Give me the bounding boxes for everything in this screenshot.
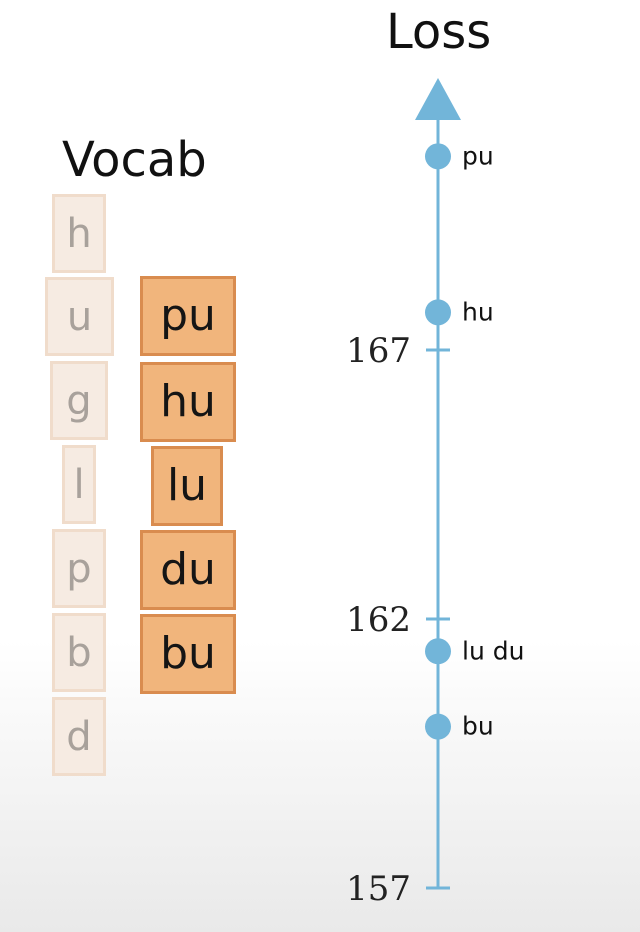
loss-point-label-pu: pu xyxy=(462,141,494,170)
vocab-char-l: l xyxy=(62,445,96,524)
vocab-char-d: d xyxy=(52,697,106,776)
vocab-char-h: h xyxy=(52,194,106,273)
loss-tick-label-157: 157 xyxy=(346,869,411,909)
loss-point-hu xyxy=(425,299,451,326)
loss-title: Loss xyxy=(386,4,492,60)
vocab-char-b: b xyxy=(52,613,106,692)
merged-token-du: du xyxy=(140,530,236,610)
loss-point-lu-du xyxy=(425,638,451,665)
loss-point-pu xyxy=(425,143,451,170)
vocab-char-g: g xyxy=(50,361,108,440)
merged-token-lu: lu xyxy=(151,446,223,526)
merged-token-pu: pu xyxy=(140,276,236,356)
vocab-char-p: p xyxy=(52,529,106,608)
vocab-char-u: u xyxy=(45,277,114,356)
loss-axis-arrowhead xyxy=(415,78,461,120)
loss-point-bu xyxy=(425,713,451,740)
loss-tick-label-162: 162 xyxy=(346,600,411,640)
merged-token-bu: bu xyxy=(140,614,236,694)
loss-point-label-lu-du: lu du xyxy=(462,636,524,665)
loss-tick-label-167: 167 xyxy=(346,331,411,371)
loss-axis-ticks: 167 162 157 xyxy=(346,331,450,909)
loss-point-label-bu: bu xyxy=(462,712,494,741)
loss-axis-points: pu hu lu du bu xyxy=(425,141,524,741)
loss-point-label-hu: hu xyxy=(462,297,494,326)
vocab-title: Vocab xyxy=(62,132,207,188)
merged-token-hu: hu xyxy=(140,362,236,442)
